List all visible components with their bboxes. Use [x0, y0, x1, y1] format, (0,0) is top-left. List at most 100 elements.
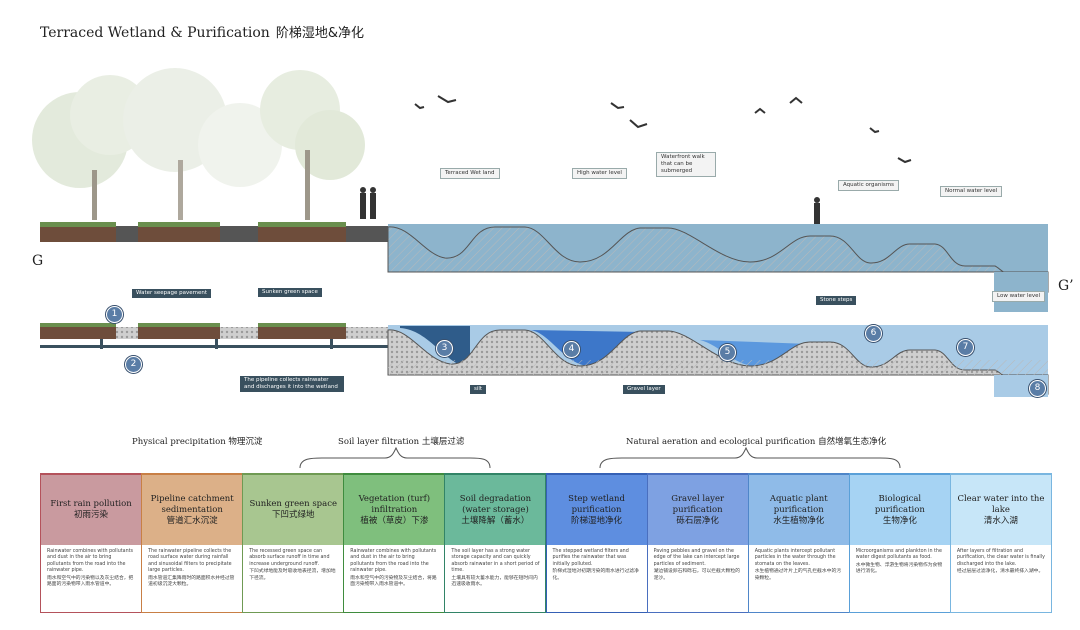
planter-top [40, 222, 116, 227]
upper-section [40, 222, 1049, 312]
tree-trunk [92, 170, 97, 220]
tree-trunk [178, 160, 183, 220]
card-title-cn: 清水入湖 [983, 515, 1018, 526]
card-body: The stepped wetland filters and purifies… [547, 545, 647, 586]
tree-canopy [198, 103, 282, 187]
card-description: The stepped wetland filters and purifies… [552, 549, 629, 567]
section-drawing [32, 68, 1049, 397]
birds [414, 95, 912, 164]
card-title-cn: 初雨污染 [74, 510, 109, 520]
card-title-cn: 阶梯湿地净化 [571, 515, 623, 526]
callout-silt: silt [470, 385, 487, 394]
card-title: Aquatic plant purification [769, 493, 828, 515]
callout-pipeline-collects: The pipeline collects rainwater and disc… [240, 376, 344, 392]
process-card: Soil degradation (water storage)土壤降解（蓄水）… [444, 473, 547, 613]
tree-trunk [305, 150, 310, 220]
trees [32, 68, 365, 220]
marker-8: 8 [1029, 380, 1046, 397]
card-description-cn: 下凹式绿地能及时吸收地表径流，增加地下径流。 [249, 569, 336, 581]
card-title-cn: 水生植物净化 [773, 515, 825, 526]
card-title-cn: 生物净化 [882, 515, 917, 526]
title-cn: 阶梯湿地&净化 [275, 26, 364, 41]
callout-terraced-wetland: Terraced Wet land [440, 168, 500, 179]
marker-1: 1 [106, 306, 123, 323]
pavement [220, 327, 258, 339]
callout-aquatic-organisms: Aquatic organisms [838, 180, 899, 191]
marker-3: 3 [436, 340, 453, 357]
callout-normal-water-level: Normal water level [940, 186, 1003, 197]
water-pool [530, 330, 640, 366]
planter-top [258, 222, 346, 227]
card-description-cn: 水中微生物、浮游生物将污染物作为食物进行消化。 [855, 562, 943, 575]
callout-gravel-layer: Gravel layer [623, 385, 665, 394]
card-title-cn: 管道汇水沉淀 [166, 515, 218, 526]
card-description: Microorganisms and plankton in the water… [855, 549, 942, 561]
card-description: The soil layer has a strong water storag… [451, 549, 540, 574]
card-title: Soil degradation (water storage) [459, 493, 532, 515]
card-title: Vegetation (turf) infiltration [358, 493, 431, 515]
planter-top [138, 222, 220, 227]
marker-5: 5 [719, 344, 736, 361]
pipe [100, 339, 103, 349]
callout-water-seepage: Water seepage pavement [132, 289, 212, 298]
card-description-cn: 经过层层过滤净化，清水最终排入湖中。 [956, 569, 1044, 575]
pipe [40, 345, 400, 348]
card-body: The rainwater pipeline collects the road… [142, 545, 242, 592]
page-title: Terraced Wetland & Purification 阶梯湿地&净化 [40, 22, 364, 41]
card-description: Paving pebbles and gravel on the edge of… [653, 549, 740, 567]
callout-waterfront-walk: Waterfront walk that can be submerged [656, 152, 716, 177]
card-body: Paving pebbles and gravel on the edge of… [648, 545, 748, 586]
pavement [346, 327, 388, 339]
card-title: First rain pollution [50, 499, 132, 509]
card-body: Rainwater combines with pollutants and d… [344, 545, 444, 592]
card-title: Biological purification [874, 493, 925, 515]
card-title-cn: 土壤降解（蓄水） [461, 515, 530, 526]
water-pool [400, 326, 470, 368]
card-description-cn: 雨水和空气中的污染物及灰尘结合，将路面污染物带入雨水管道中。 [350, 575, 437, 588]
card-description-cn: 阶梯式湿地对初期污染的雨水进行过滤净化。 [552, 569, 639, 581]
planter-top [138, 323, 220, 327]
card-description: Rainwater combines with pollutants and d… [350, 549, 437, 574]
card-description: Aquatic plants intercept pollutant parti… [754, 549, 836, 567]
terrace-ground [387, 226, 1049, 293]
card-description-cn: 雨水管道汇集降雨时的路面积水并经过管道初级沉淀大颗粒。 [148, 575, 235, 588]
marker-2: 2 [125, 356, 142, 373]
title-en: Terraced Wetland & Purification [40, 25, 270, 41]
callout-high-water-level: High water level [572, 168, 627, 179]
card-body: Rainwater combines with pollutants and d… [41, 545, 141, 592]
card-description: Rainwater combines with pollutants and d… [47, 549, 133, 574]
card-body: The soil layer has a strong water storag… [445, 545, 545, 592]
planter [40, 325, 116, 339]
pipe [330, 339, 333, 349]
card-title-cn: 砾石层净化 [676, 515, 719, 526]
card-title: Pipeline catchment sedimentation [150, 493, 234, 515]
pipe [215, 339, 218, 349]
callout-low-water-level: Low water level [992, 291, 1046, 302]
card-description-cn: 土壤具有较大蓄水能力，能够在短时间内迅速吸收雨水。 [451, 575, 538, 588]
planter [258, 325, 346, 339]
marker-4: 4 [563, 341, 580, 358]
pedestrians [360, 187, 820, 226]
card-description-cn: 水生植物通过叶片上的气孔拦截水中的污染颗粒。 [754, 569, 842, 581]
section-end-label: G’ [1058, 278, 1074, 294]
pavement [220, 226, 258, 242]
card-body: Microorganisms and plankton in the water… [850, 545, 950, 580]
card-body: The recessed green space can absorb surf… [243, 545, 343, 586]
card-header: Soil degradation (water storage)土壤降解（蓄水） [445, 475, 546, 545]
